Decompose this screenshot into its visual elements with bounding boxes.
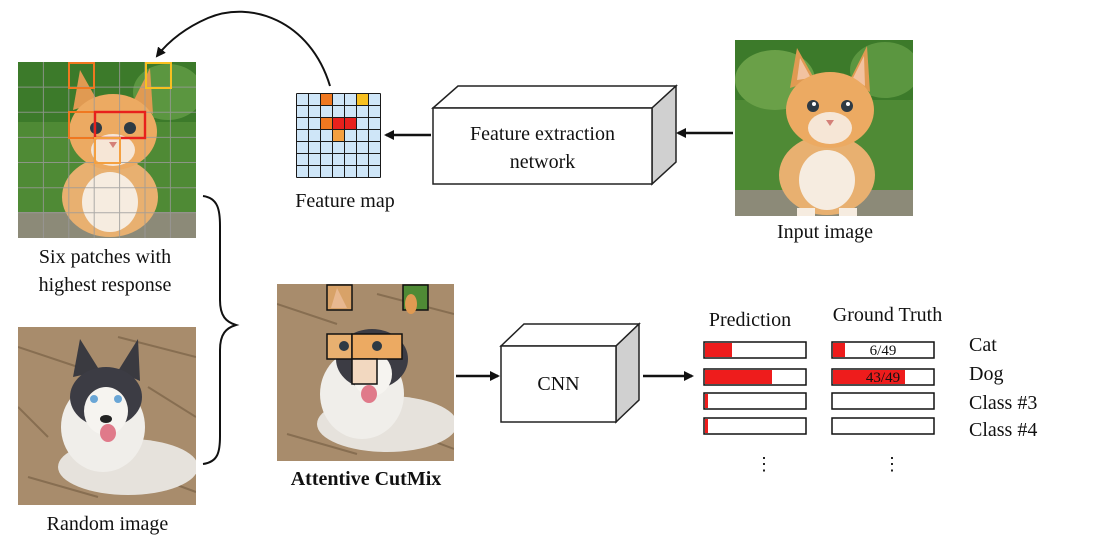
prediction-bar-fill [705,394,708,408]
cnn-box [499,322,641,424]
ground-truth-fraction-label: 6/49 [870,343,897,359]
input-image-label: Input image [776,221,874,243]
feature-map-label: Feature map [295,190,395,212]
six-patches-label-line2: highest response [38,274,172,296]
prediction-bar-frame [703,392,807,410]
ground-truth-bar-fill [833,370,905,384]
ground-truth-bar-frame [831,341,935,359]
feature-map-grid [296,93,381,178]
feature-extraction-label-line2: network [509,151,576,173]
prediction-bar-fill [705,370,772,384]
feature-extraction-label-line1: Feature extraction [470,123,615,145]
combine-brace [202,195,240,465]
feature-extraction-box [431,84,678,186]
six-patches-label-line1: Six patches with [38,246,172,268]
curved-arrow-featuremap-to-patches [155,10,331,87]
random-image-label: Random image [46,513,169,535]
ground-truth-header: Ground Truth [832,304,943,326]
random-husky-image [18,327,196,505]
class-label: Class #3 [969,392,1038,414]
ground-truth-bar-frame [831,417,935,435]
prediction-bar-fill [705,419,708,433]
prediction-header: Prediction [708,309,792,331]
prediction-bar-frame [703,417,807,435]
class-label: Class #4 [969,419,1038,441]
six-patches-kitten-image [18,62,196,238]
cnn-label: CNN [537,373,580,395]
class-label: Dog [969,363,1004,385]
prediction-ellipsis: ⋮ [755,454,773,474]
ground-truth-bar-fill [833,343,845,357]
ground-truth-ellipsis: ⋮ [883,454,901,474]
input-kitten-image [735,40,913,216]
prediction-bar-fill [705,343,732,357]
attentive-cutmix-label: Attentive CutMix [290,468,442,490]
attentive-cutmix-image [277,284,454,461]
ground-truth-fraction-label: 43/49 [866,370,900,386]
class-label: Cat [969,334,997,356]
ground-truth-bar-frame [831,392,935,410]
